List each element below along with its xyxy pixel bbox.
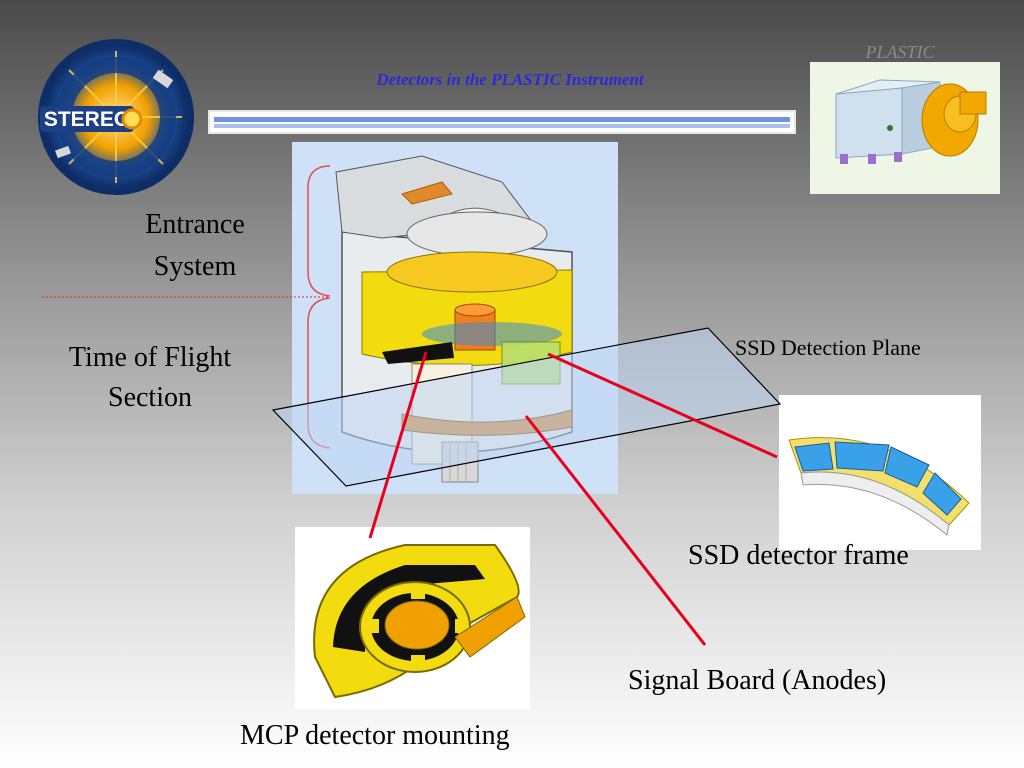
entrance-system-label: Entrance System (145, 209, 245, 282)
pointer-ssd-frame (547, 352, 778, 459)
slide-title: Detectors in the PLASTIC Instrument (376, 70, 644, 89)
logo-text: STEREO (44, 108, 130, 131)
mcp-detector-mounting-image (295, 527, 530, 709)
ssd-detector-frame-label: SSD detector frame (688, 540, 909, 571)
ssd-detector-frame-image (779, 395, 981, 550)
instrument-thumbnail (810, 62, 1000, 194)
pointer-mcp (368, 351, 428, 539)
entrance-bracket (307, 165, 331, 297)
ssd-detection-plane-label: SSD Detection Plane (735, 335, 921, 360)
corner-label: PLASTIC (865, 42, 935, 62)
mcp-detector-mounting-label: MCP detector mounting (240, 720, 510, 751)
ssd-detection-plane (271, 327, 782, 487)
time-of-flight-label: Time of Flight Section (68, 342, 232, 413)
title-rule (208, 110, 796, 134)
signal-board-label: Signal Board (Anodes) (628, 665, 887, 696)
stereo-logo: STEREO (34, 36, 198, 198)
pointer-signal-board (524, 415, 707, 646)
